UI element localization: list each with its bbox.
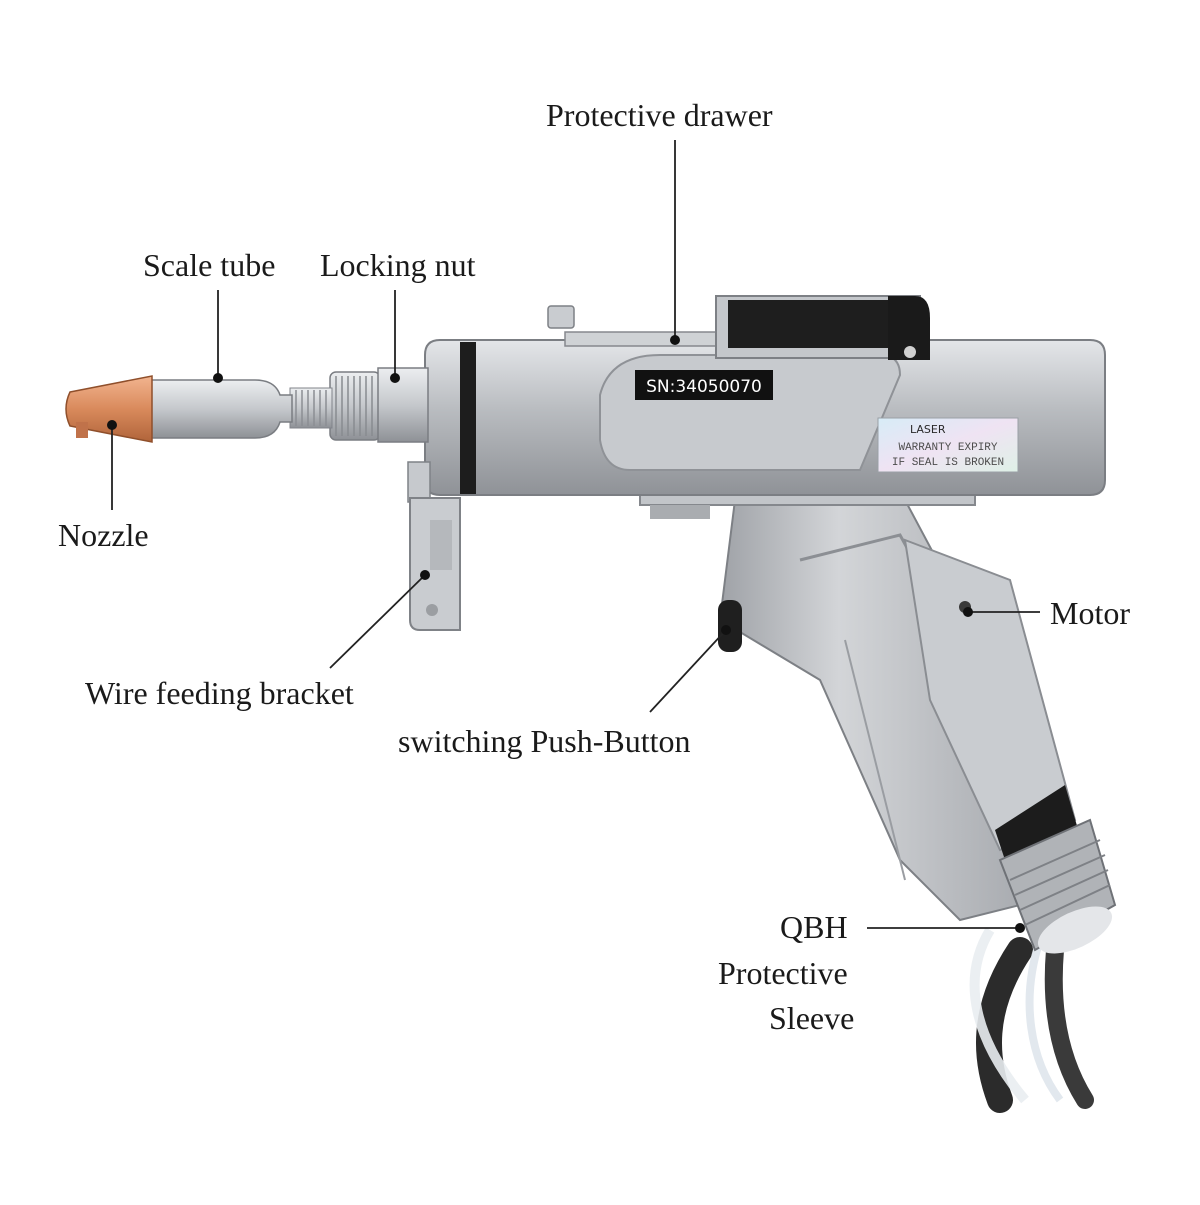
serial-plate bbox=[635, 370, 773, 400]
label-protective-drawer: Protective drawer bbox=[546, 97, 773, 133]
scale-tube bbox=[149, 379, 293, 439]
label-locking-nut: Locking nut bbox=[320, 247, 476, 283]
dot-push-button bbox=[721, 625, 731, 635]
leader-dots bbox=[107, 335, 1025, 933]
label-protective-sleeve-line2: Sleeve bbox=[769, 1000, 855, 1036]
dot-locking-nut bbox=[390, 373, 400, 383]
top-black-box bbox=[715, 295, 930, 360]
dot-scale-tube bbox=[213, 373, 223, 383]
seal-line-2: IF SEAL IS BROKEN bbox=[892, 457, 1004, 469]
threaded-shaft bbox=[289, 387, 333, 429]
label-wire-feeding-bracket: Wire feeding bracket bbox=[85, 675, 354, 711]
dot-protective-drawer bbox=[670, 335, 680, 345]
seal-brand: LASER bbox=[910, 423, 946, 436]
warranty-seal bbox=[877, 417, 1019, 473]
leader-wire-feeding-bracket bbox=[329, 574, 426, 669]
protective-drawer bbox=[547, 305, 731, 347]
dot-nozzle bbox=[107, 420, 117, 430]
serial-text: SN:34050070 bbox=[646, 377, 762, 397]
label-switching-push-button: switching Push-Button bbox=[398, 723, 691, 759]
dot-motor bbox=[963, 607, 973, 617]
fiber-cables bbox=[969, 927, 1094, 1113]
label-scale-tube: Scale tube bbox=[143, 247, 276, 283]
qbh-connector bbox=[995, 785, 1117, 954]
leader-push-button bbox=[649, 629, 727, 713]
dot-wire-feeding-bracket bbox=[420, 570, 430, 580]
label-protective-sleeve-line1: Protective bbox=[718, 955, 848, 991]
wire-feeding-bracket bbox=[407, 461, 461, 631]
seal-line-1: WARRANTY EXPIRY bbox=[898, 442, 997, 454]
leader-lines bbox=[111, 140, 1040, 929]
label-nozzle: Nozzle bbox=[58, 517, 149, 553]
dot-qbh bbox=[1015, 923, 1025, 933]
push-button bbox=[718, 600, 742, 652]
nozzle bbox=[65, 375, 153, 443]
label-qbh: QBH bbox=[780, 909, 848, 945]
locking-nut bbox=[329, 367, 429, 443]
label-motor: Motor bbox=[1050, 595, 1130, 631]
